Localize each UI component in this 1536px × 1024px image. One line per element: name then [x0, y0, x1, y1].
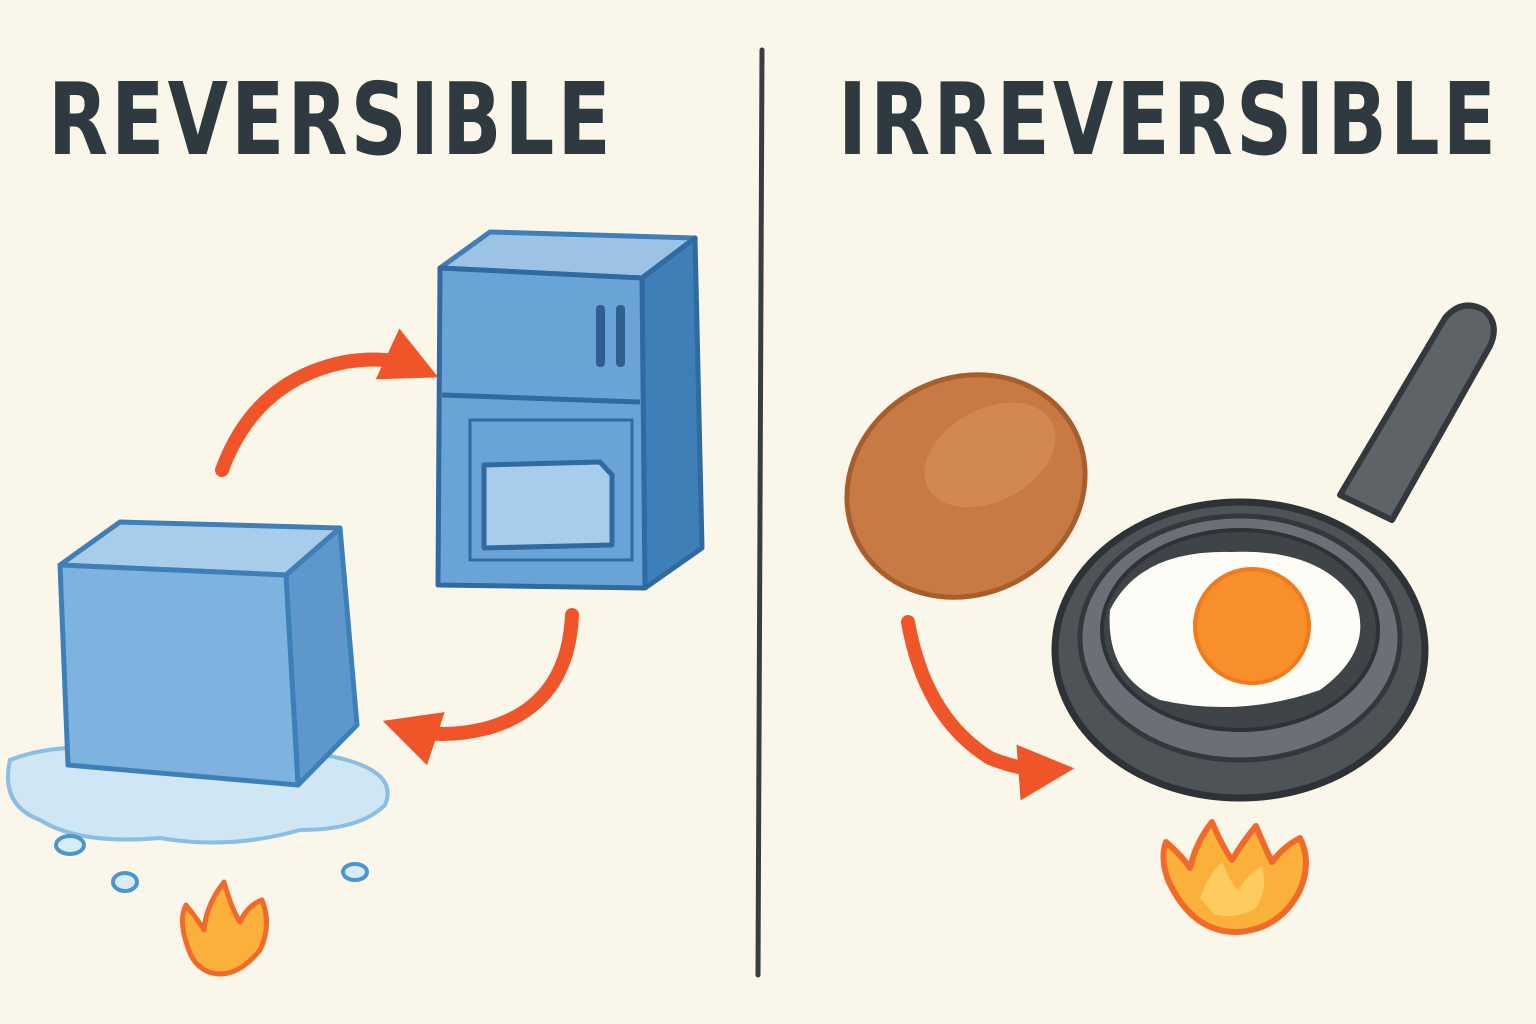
fried-egg-icon	[1109, 551, 1361, 708]
ice-cube-icon	[57, 519, 360, 788]
panel-divider	[755, 47, 765, 978]
flame-icon	[180, 879, 269, 977]
flame-icon	[1160, 819, 1309, 935]
irreversible-heading: IRREVERSIBLE	[838, 61, 1500, 178]
freezer-icon	[435, 229, 705, 591]
frying-pan-icon	[1051, 302, 1497, 802]
curved-arrow-icon	[901, 615, 1075, 801]
curved-arrow-icon	[215, 328, 439, 477]
reversible-heading: REVERSIBLE	[48, 61, 614, 178]
curved-arrow-icon	[382, 608, 579, 766]
egg-icon	[844, 372, 1088, 600]
